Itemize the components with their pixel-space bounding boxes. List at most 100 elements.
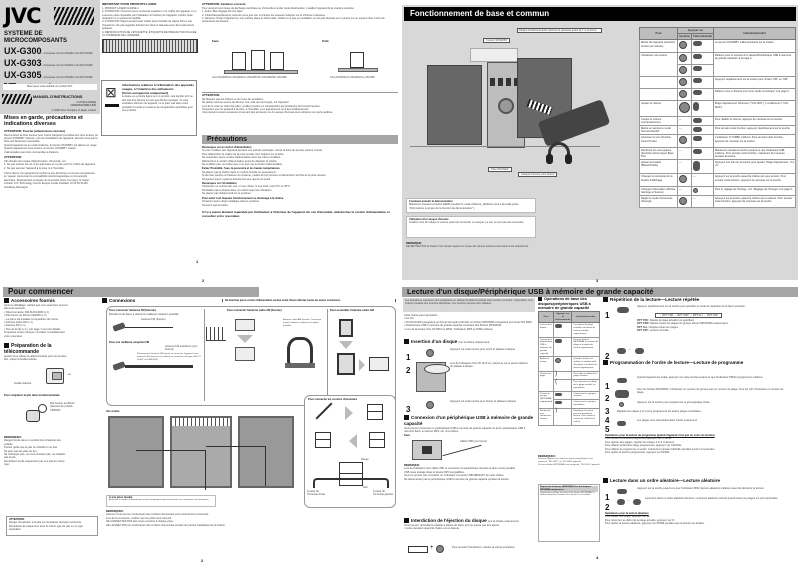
rear-terminal-panel	[172, 418, 230, 426]
ops-remarks-title: REMARQUES:	[538, 455, 556, 458]
main-unit-top	[470, 48, 518, 62]
ventilation-section: ATTENTION: Aération correcte Pour préven…	[202, 2, 398, 24]
laser-item: 3. ATTENTION: Rayonnement laser visible …	[102, 20, 195, 31]
page4-heading: Pour commencer	[3, 287, 259, 297]
usb-remarks-title: REMARQUE:	[404, 464, 420, 467]
intro-item: • CD-R/CD-RW enregistrés au format CD au…	[404, 320, 533, 324]
battery-section: Pour remplacer la pile dans la télécomma…	[4, 394, 68, 397]
repeat-title: Répétition de la lecture—Lecture répétée	[603, 297, 798, 303]
section-square-icon	[404, 518, 409, 524]
table-row: Régler le mode d'économie d'énergie—Appu…	[639, 195, 797, 209]
remote-button-icon	[693, 53, 702, 59]
acc-item: • Pile bouton au lithium CR2025 (x 1)	[4, 314, 47, 318]
repeat-mode: RPT GRP: Répète toutes les plages du gro…	[637, 322, 729, 326]
ops-section-title: Opérations de base des disques/périphéri…	[538, 297, 591, 311]
precaution-line: N'installez pas la chaîne dans un endroi…	[202, 188, 273, 192]
am-loop-base	[285, 363, 315, 368]
program-ops: Opérations pour la lecture de programme …	[605, 434, 795, 454]
program-button-icon	[617, 378, 627, 383]
front-label: Face	[212, 39, 219, 43]
usb-button-icon	[635, 348, 644, 354]
open-close-button-icon	[426, 401, 434, 409]
table-row: Référez-vous à "Écoute d'un tuner audio …	[639, 88, 797, 102]
acc-footer: Si quelque chose manque, consultez imméd…	[4, 331, 65, 338]
fm-am-button-icon	[679, 78, 687, 87]
table-row: Changer l'information affichée (Horloge …	[639, 185, 797, 197]
table-outline	[410, 146, 600, 147]
bass-treble-button-icon	[693, 161, 700, 172]
section-square-icon	[538, 297, 542, 301]
col-remote: Télécommande	[691, 33, 714, 41]
table-row: Changer la luminosité de la fenêtre d'af…	[639, 173, 797, 187]
remote-text: Quand vous utilisez la télécommande pour…	[4, 355, 67, 362]
random-section: Lecture dans un ordre aléatoire—Lecture …	[603, 478, 798, 484]
precaution-line: N'insérez aucun objet métallique dans le…	[202, 200, 260, 204]
right-arrow-icon	[359, 359, 365, 371]
acc-item: • Télécommande, RM-SUXG300R (x 1)	[4, 310, 50, 314]
crossed-bin-icon: ⊠	[105, 84, 117, 100]
callout-remote: Dirigez la télécommande droit sur le pan…	[517, 28, 602, 34]
coax-cable	[125, 365, 193, 368]
stop-button-icon	[555, 358, 562, 364]
coin-battery-icon	[38, 404, 47, 413]
remark-item: Ne rechargez pas, ne court-circuitez pas…	[4, 453, 66, 460]
remote-end-inner	[52, 372, 62, 380]
laser-labels-image	[102, 39, 198, 54]
ops-remark: Si aucun fichier MP3/WMA n'est enregistr…	[538, 464, 600, 466]
section-square-icon	[603, 297, 608, 303]
remarks-title: REMARQUE:	[406, 242, 422, 245]
volume-dial-icon	[679, 102, 690, 114]
ops-remarks: REMARQUES: Si aucun disque n'est inséré …	[538, 455, 600, 467]
precaution-group-title: Pour éviter tout mauvais fonctionnement …	[202, 196, 284, 200]
disposal-box: ⊠ Informations relatives à l'élimination…	[101, 80, 197, 136]
skip-back-icon: (	[555, 379, 558, 386]
vent-item: 2. Côtés/dessus/dessous: Assurez-vous qu…	[202, 13, 326, 17]
page-number-5: 4	[596, 555, 599, 560]
plug-icon	[112, 322, 126, 332]
logo-stripes	[54, 7, 94, 25]
ops-remark: Si aucun disque n'est inséré ou aucun pé…	[538, 458, 593, 464]
right-arrow-icon	[345, 406, 353, 420]
disposal-subtitle: [Union européenne uniquement]	[122, 90, 169, 95]
intro-item: • les CD.	[404, 317, 415, 321]
repeat-button-icon	[617, 307, 629, 313]
am-terminal-illus	[235, 347, 255, 361]
table-row: Recherche vers l'avant/vers l'arrière⟩Ma…	[537, 408, 600, 426]
attention2-item: 2. Ne pas exposer l'appareil à la pluie …	[4, 166, 65, 170]
cd-play-button-icon	[555, 324, 563, 329]
skip-forward-icon: )	[555, 370, 558, 377]
manual-label: MANUEL D'INSTRUCTIONS	[33, 95, 83, 99]
attention1-item: Quand l'appareil est en mode d'attente, …	[4, 143, 98, 147]
repeat-section: Répétition de la lecture—Lecture répétée	[603, 297, 798, 303]
group-up-icon	[555, 392, 563, 396]
repeat-modes: RPT TRK: Répète la plage actuelle (ou sp…	[637, 319, 787, 333]
precaution-line: Pour débrancher la chaîne de la prise mu…	[202, 152, 285, 156]
attention1-title: ATTENTION: Touche (attente/sous tension)	[4, 128, 66, 133]
step-number: 1	[605, 311, 610, 320]
precaution-line: Ne modifiez pas, ne tordez pas ni ne tir…	[202, 163, 283, 167]
attention-item: N'exposez pas cet appareil à la pluie, à…	[202, 108, 310, 112]
vent-diagram-front: Face CA-UXG300/CA-UXG303/CA-UXG305 SP-UX…	[210, 39, 310, 82]
step-number: 2	[605, 352, 610, 361]
random-op: Pour sauter une plage, appuyez sur ⏭.	[605, 515, 650, 519]
caution-text: Danger d'explosion si la pile est rempla…	[9, 521, 83, 532]
front-caption: CA-UXG300/CA-UXG303/CA-UXG305 SP-UXG300/…	[212, 76, 287, 79]
remarks-text: NE METTEZ PAS la chaîne hors tension qua…	[406, 245, 529, 249]
precaution-line: Ne manipulez pas le cordon d'alimentatio…	[202, 156, 282, 160]
resume-box: Reprise de la lecture (RESUME) Pour les …	[538, 484, 600, 542]
precaution-line: N'exposez pas le système directement aux…	[202, 177, 271, 181]
ops-col-result: Indication/résultat	[571, 310, 600, 324]
black-label: Noir	[363, 486, 368, 489]
precautions-body: Remarques sur le cordon d'alimentation S…	[202, 146, 398, 219]
attention-item: Lors de la mise au rebut des piles, veui…	[202, 104, 321, 108]
down-arrow-icon	[237, 335, 253, 343]
repeat-step-2: 2 —	[605, 346, 665, 361]
easa-button-icon	[693, 127, 702, 133]
intro-item: • Lors de la lecture d'un CD MP3 ou WMA,…	[404, 327, 494, 331]
attention-item: Ne placez aucune source de flamme nue, t…	[202, 101, 290, 105]
accessories-title: Accessoires fournis	[4, 298, 68, 304]
